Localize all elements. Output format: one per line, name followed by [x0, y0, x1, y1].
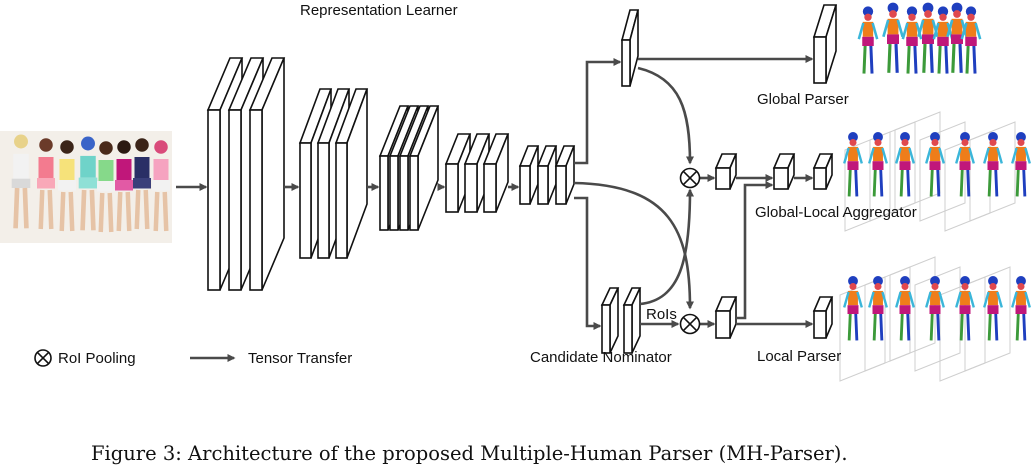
roi-pooling-symbol-local: [679, 313, 701, 335]
legend-roi-pooling-label: RoI Pooling: [58, 350, 136, 367]
label-global-parser: Global Parser: [757, 91, 849, 108]
aggregation-blocks: [714, 153, 834, 190]
representation-learner: [206, 57, 576, 291]
conv-stage-4: [444, 133, 510, 213]
conv-stage-5: [518, 145, 576, 205]
input-image: [0, 131, 172, 243]
roi-pooling-legend-icon: [34, 349, 52, 367]
label-rois: RoIs: [646, 306, 677, 323]
candidate-nominator-blocks: [600, 287, 642, 354]
label-local-parser: Local Parser: [757, 348, 841, 365]
roi-pooling-symbol-global: [679, 167, 701, 189]
conv-stage-1: [206, 57, 286, 291]
conv-stage-3: [378, 105, 440, 231]
global-parsing-result: [857, 1, 982, 76]
global-parser-block: [812, 4, 838, 84]
label-representation-learner: Representation Learner: [300, 2, 458, 19]
local-result-stack: [839, 256, 1031, 382]
legend: RoI Pooling Tensor Transfer: [34, 349, 352, 367]
label-global-local-aggregator: Global-Local Aggregator: [755, 204, 917, 221]
conv-stage-2: [298, 88, 369, 259]
flow-arrows: [573, 55, 814, 330]
legend-tensor-transfer-label: Tensor Transfer: [248, 350, 352, 367]
label-candidate-nominator: Candidate Nominator: [530, 349, 672, 366]
local-branch-blocks: [714, 296, 834, 339]
figure-caption: Figure 3: Architecture of the proposed M…: [91, 442, 848, 465]
global-branch-block: [620, 9, 640, 87]
global-local-result-stack: [842, 111, 1031, 232]
